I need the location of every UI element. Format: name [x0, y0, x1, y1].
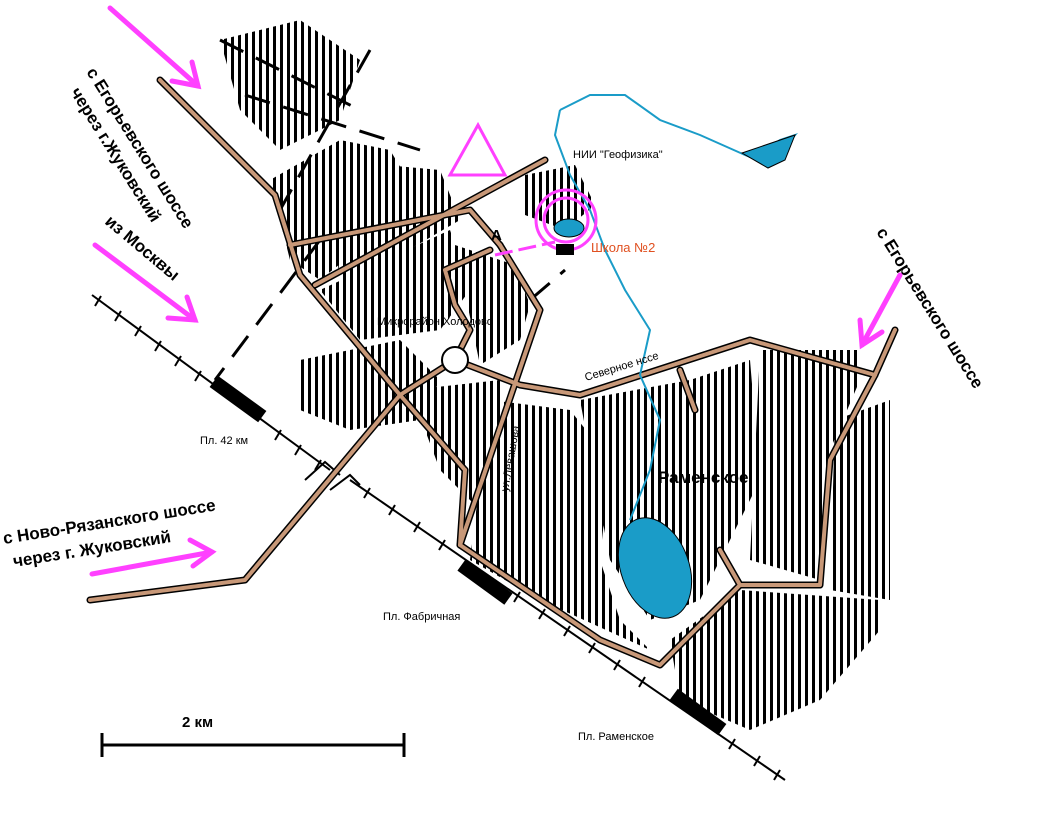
roads	[86, 76, 899, 669]
direction-arrows	[89, 5, 903, 577]
label-nii-geofizika: НИИ "Геофизика"	[573, 149, 663, 161]
triangle-landmark	[447, 121, 508, 177]
label-platform-fabrichnaya: Пл. Фабричная	[383, 611, 460, 623]
school-building	[556, 244, 574, 255]
railway	[91, 294, 786, 781]
label-point-a: А	[491, 227, 502, 244]
dashed-roads	[213, 38, 566, 381]
scale-bar	[100, 733, 406, 757]
railway-ties	[94, 295, 781, 781]
arrow-from-novoryazansky	[89, 537, 217, 577]
hatch-kholodovo-mid	[320, 230, 470, 340]
label-district-kholodovo: Микрорайон Холодово	[377, 316, 493, 328]
school-marker	[494, 188, 598, 257]
label-scale: 2 км	[182, 714, 213, 731]
pond-northeast	[740, 134, 796, 169]
lake-ramenskoe	[617, 517, 693, 619]
hatch-kholodovo-east	[455, 245, 530, 365]
label-school: Школа №2	[591, 240, 655, 255]
label-ramenskoe: Раменское	[658, 468, 748, 487]
water	[553, 94, 799, 619]
arrow-from-moscow	[92, 242, 199, 323]
hatch-ramenskoe-east-1	[750, 350, 860, 580]
stream	[553, 109, 662, 521]
label-platform-ramenskoe: Пл. Раменское	[578, 731, 654, 743]
roundabout	[441, 346, 469, 374]
hatch-kholodovo-north	[220, 20, 360, 150]
arrow-from-egoryevsky-via-zhukovsky	[107, 5, 202, 90]
school-access-path	[494, 240, 556, 257]
arrow-from-egoryevsky-right	[857, 272, 903, 350]
pond-nii	[553, 218, 585, 238]
hatch-ramenskoe-east-2	[830, 400, 890, 600]
built-up-areas	[220, 20, 890, 730]
platform-42km-marker	[209, 375, 267, 423]
platform-fabrichnaya-marker	[457, 559, 513, 605]
school-ring-inner	[542, 196, 590, 244]
label-from-moscow: из Москвы	[101, 212, 183, 285]
label-from-egoryevsky-right: с Егорьевского шоссе	[873, 224, 988, 392]
road-fills	[88, 78, 897, 667]
platform-ramenskoe-marker	[669, 688, 727, 736]
label-platform-42km: Пл. 42 км	[200, 435, 248, 447]
hatch-south-west	[300, 340, 440, 430]
hatch-ramenskoe-south	[670, 590, 880, 730]
